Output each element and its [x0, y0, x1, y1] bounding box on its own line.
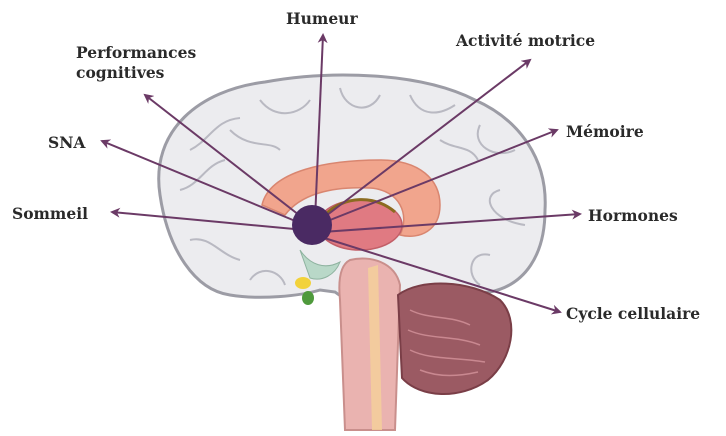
label-performances-line1: Performances — [76, 43, 196, 62]
label-sna: SNA — [48, 133, 86, 152]
pituitary-gland — [295, 277, 311, 289]
label-humeur: Humeur — [286, 9, 358, 28]
label-sommeil: Sommeil — [12, 204, 88, 223]
hub-circle — [292, 205, 332, 245]
label-performances-line2: cognitives — [76, 63, 165, 82]
label-hormones: Hormones — [588, 206, 678, 225]
label-cycle-cellulaire: Cycle cellulaire — [566, 304, 700, 323]
pineal-gland — [302, 291, 314, 305]
label-memoire: Mémoire — [566, 122, 644, 141]
label-activite-motrice: Activité motrice — [455, 31, 595, 50]
